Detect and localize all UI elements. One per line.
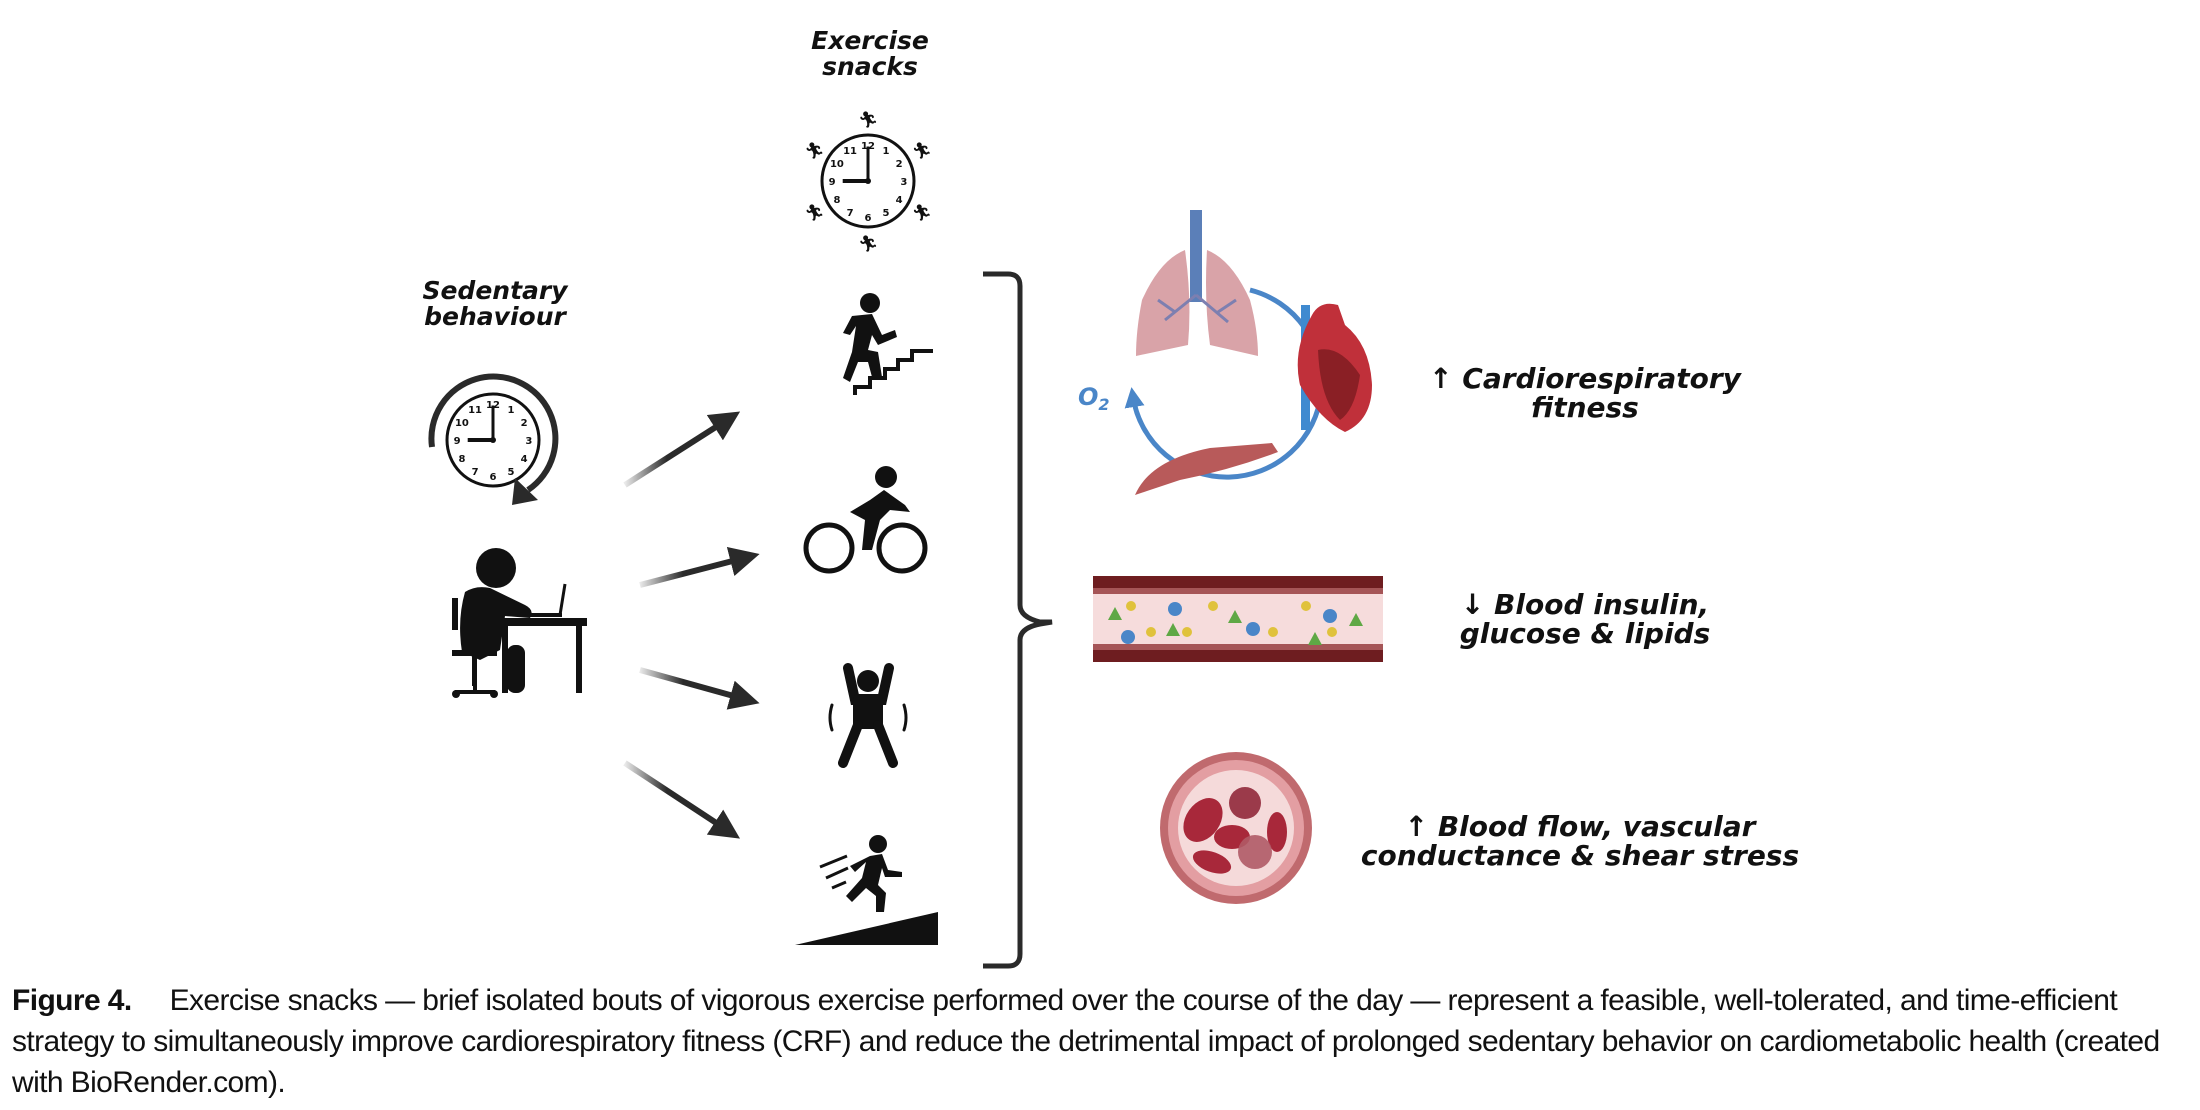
time-passing-arrow-icon (428, 373, 559, 493)
transition-arrows (623, 411, 760, 839)
label-line: ↑ Cardiorespiratory (1400, 364, 1770, 393)
clock-number: 11 (843, 146, 857, 157)
runner-icon: 🏃︎ (912, 204, 932, 222)
arrow-to-jumping (639, 667, 760, 710)
clock-number: 11 (468, 405, 482, 416)
outcome-blood-flow: ↑ Blood flow, vascular conductance & she… (1340, 812, 1820, 871)
runner-icon: 🏃︎ (858, 111, 878, 129)
vessel-cross-section-icon (1160, 752, 1312, 904)
cycling-icon (803, 466, 928, 574)
label-text: Blood insulin, (1494, 588, 1710, 621)
time-arrow-head (512, 478, 538, 505)
clock-number: 6 (865, 213, 872, 224)
lipid-particle (1166, 623, 1180, 636)
up-arrow-icon: ↑ (1404, 810, 1429, 843)
clock-number: 6 (490, 472, 497, 483)
runner-icon: 🏃︎ (858, 235, 878, 253)
grouping-brace (983, 271, 1053, 969)
clock-number: 1 (882, 146, 889, 157)
clock-number: 9 (829, 177, 836, 188)
runner-icon: 🏃︎ (804, 204, 824, 222)
clock-number: 3 (525, 436, 532, 447)
label-line: conductance & shear stress (1360, 839, 1800, 873)
label-text: Cardiorespiratory (1462, 362, 1741, 395)
clock-number: 3 (900, 177, 907, 188)
lipid-particle (1228, 610, 1242, 623)
arrow-to-stairs (623, 411, 741, 488)
label-line: Sedentary (422, 276, 568, 305)
insulin-particle (1323, 609, 1337, 623)
insulin-particle (1121, 630, 1135, 644)
glucose-particle (1182, 627, 1192, 637)
blood-vessel-icon (1093, 576, 1383, 662)
label-line: glucose & lipids (1459, 617, 1711, 651)
runner-icon: 🏃︎ (912, 142, 932, 160)
insulin-particle (1246, 622, 1260, 636)
glucose-particle (1208, 601, 1218, 611)
clock-number: 10 (455, 418, 469, 429)
exercise-snacks-label: Exercise snacks (780, 26, 960, 82)
uphill-running-icon (795, 835, 938, 945)
jumping-jacks-icon (828, 663, 908, 768)
glucose-particle (1126, 601, 1136, 611)
blood-particles (1108, 601, 1363, 645)
sedentary-behaviour-label: Sedentary behaviour (400, 276, 590, 332)
up-arrow-icon: ↑ (1429, 362, 1453, 395)
heart-icon (1297, 303, 1372, 432)
glucose-particle (1146, 627, 1156, 637)
diagram-graphics: 121234567891011🏃︎🏃︎🏃︎🏃︎🏃︎🏃︎ 121234567891… (428, 111, 1383, 969)
runner-icon: 🏃︎ (804, 142, 824, 160)
outcome-cardiorespiratory-fitness: ↑ Cardiorespiratory fitness (1400, 364, 1770, 423)
label-line: Exercise (811, 26, 929, 55)
label-line: fitness (1531, 391, 1639, 425)
cardiorespiratory-loop: O2 (1078, 210, 1372, 495)
label-line: snacks (822, 52, 918, 82)
clock-number: 1 (507, 405, 514, 416)
sedentary-clock-icon: 121234567891011 (445, 392, 541, 488)
clock-number: 5 (507, 467, 514, 478)
lungs-icon (1136, 210, 1258, 356)
lipid-particle (1349, 613, 1363, 626)
glucose-particle (1301, 601, 1311, 611)
lipid-particle (1108, 607, 1122, 620)
insulin-particle (1168, 602, 1182, 616)
clock-number: 2 (521, 418, 528, 429)
figure-diagram: Exercise snacks Sedentary behaviour ↑ Ca… (400, 26, 1820, 969)
clock-number: 2 (896, 159, 903, 170)
clock-number: 8 (458, 454, 465, 465)
clock-number: 9 (454, 436, 461, 447)
clock-number: 7 (847, 208, 854, 219)
clock-number: 8 (833, 195, 840, 206)
clock-number: 4 (521, 454, 528, 465)
seated-person-at-desk-icon (452, 548, 587, 698)
arrow-to-running (623, 760, 741, 839)
glucose-particle (1327, 627, 1337, 637)
arrow-to-cycling (639, 546, 760, 588)
stair-climbing-icon (843, 293, 933, 395)
outcome-blood-insulin-glucose-lipids: ↓ Blood insulin, glucose & lipids (1400, 590, 1770, 649)
clock-number: 5 (882, 208, 889, 219)
caption-text: Exercise snacks — brief isolated bouts o… (12, 984, 2160, 1099)
label-line: behaviour (424, 302, 566, 332)
o2-label: O2 (1078, 383, 1110, 414)
clock-number: 7 (472, 467, 479, 478)
muscle-icon (1135, 443, 1278, 495)
lipid-particle (1308, 632, 1322, 645)
label-line: ↑ Blood flow, vascular (1340, 812, 1820, 841)
figure-caption: Figure 4.Exercise snacks — brief isolate… (12, 980, 2192, 1103)
glucose-particle (1268, 627, 1278, 637)
label-line: ↓ Blood insulin, (1400, 590, 1770, 619)
exercise-clock-icon: 121234567891011🏃︎🏃︎🏃︎🏃︎🏃︎🏃︎ (804, 111, 932, 253)
label-text: Blood flow, vascular (1437, 810, 1756, 843)
clock-number: 4 (896, 195, 903, 206)
down-arrow-icon: ↓ (1460, 588, 1485, 621)
clock-number: 10 (830, 159, 844, 170)
figure-label: Figure 4. (12, 984, 132, 1017)
